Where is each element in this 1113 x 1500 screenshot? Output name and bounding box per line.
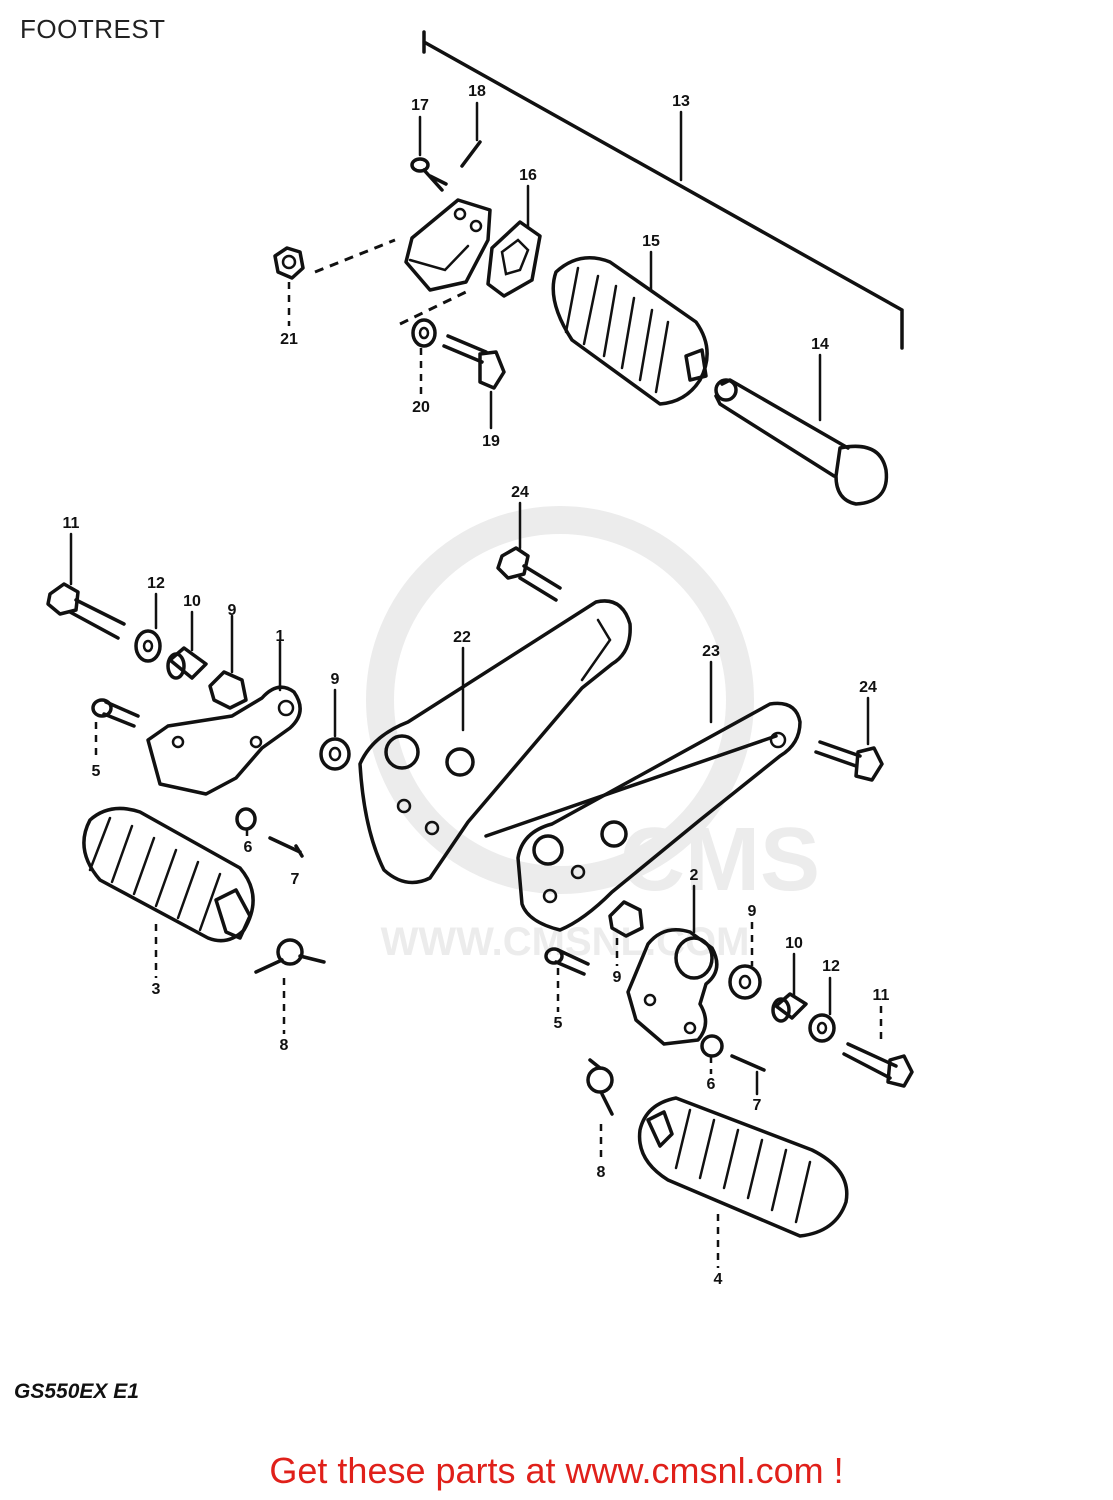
callout-19: 19 (482, 433, 500, 450)
footrest-14 (714, 378, 889, 506)
get-parts-link[interactable]: Get these parts at www.cmsnl.com ! (269, 1450, 844, 1491)
footrest-holder-bracket (404, 198, 492, 292)
bolt-11-left (46, 582, 126, 640)
callout-leaders (69, 101, 883, 1268)
group-bracket-13 (422, 30, 904, 350)
callout-1: 1 (276, 628, 285, 645)
nut-9-right (608, 900, 644, 938)
nut-9-left (208, 670, 248, 710)
callout-9-left: 9 (228, 602, 237, 619)
callout-15: 15 (642, 233, 660, 250)
callout-7-left: 7 (291, 871, 300, 888)
left-footrest-assembly (46, 582, 326, 974)
callout-7-right: 7 (753, 1097, 762, 1114)
bolt-17 (410, 157, 448, 192)
callout-9-middle: 9 (331, 671, 340, 688)
callout-6-left: 6 (244, 839, 253, 856)
washer-6-left (235, 807, 257, 831)
footrest-plates (319, 546, 884, 932)
rear-footrest-assembly (273, 30, 904, 506)
bolt-19 (442, 334, 506, 390)
callout-5-left: 5 (92, 763, 101, 780)
callout-22: 22 (453, 629, 471, 646)
callout-9-right-washer: 9 (748, 903, 757, 920)
plate-23 (516, 701, 802, 932)
callout-11-left: 11 (63, 515, 80, 532)
callout-labels: 13 17 18 16 15 14 21 20 19 24 11 12 10 9… (63, 83, 890, 1288)
bolt-11-right (842, 1042, 914, 1088)
nut-21 (273, 246, 305, 280)
model-code: GS550EX E1 (14, 1380, 139, 1403)
callout-18: 18 (468, 83, 486, 100)
callout-8-right: 8 (597, 1164, 606, 1181)
callout-6-right: 6 (707, 1076, 716, 1093)
callout-23: 23 (702, 643, 720, 660)
cms-watermark: CMS WWW.CMSNL.COM (366, 506, 820, 964)
page-title: FOOTREST (20, 14, 166, 44)
bolt-5-left (91, 698, 140, 728)
callout-24-upper: 24 (511, 484, 529, 501)
callout-20: 20 (412, 399, 430, 416)
washer-9-right (728, 964, 762, 1000)
washer-12-left (134, 629, 162, 663)
spring-8-left (254, 938, 326, 974)
bolt-24-upper (496, 546, 562, 602)
callout-8-left: 8 (280, 1037, 289, 1054)
callout-5-right: 5 (554, 1015, 563, 1032)
washer-12-right (808, 1013, 836, 1043)
callout-10-left: 10 (183, 593, 201, 610)
callout-12-left: 12 (147, 575, 165, 592)
connecting-bar (484, 734, 778, 838)
gasket-16 (486, 220, 542, 298)
callout-2: 2 (690, 867, 699, 884)
callout-21: 21 (280, 331, 298, 348)
bolt-24-right (814, 740, 884, 782)
pin-18 (460, 140, 482, 168)
callout-24-right: 24 (859, 679, 877, 696)
washer-9-middle (319, 737, 351, 771)
callout-17: 17 (411, 97, 429, 114)
callout-3: 3 (152, 981, 161, 998)
callout-16: 16 (519, 167, 537, 184)
callout-9-right-nut: 9 (613, 969, 622, 986)
collar-10-right (771, 992, 808, 1023)
callout-13: 13 (672, 93, 690, 110)
spring-8-right (586, 1058, 614, 1116)
footrest-rubber-3 (82, 806, 255, 943)
washer-20 (411, 318, 437, 348)
footrest-bracket-2 (626, 928, 719, 1046)
washer-6-right (700, 1034, 724, 1058)
callout-14: 14 (811, 336, 829, 353)
callout-10-right: 10 (785, 935, 803, 952)
pin-7-left (268, 836, 304, 858)
callout-11-right: 11 (873, 987, 890, 1004)
footrest-rubber-4 (637, 1096, 849, 1238)
footrest-bracket-1 (146, 685, 302, 796)
right-footrest-assembly (544, 900, 914, 1238)
footrest-rubber-15 (551, 256, 709, 406)
pin-7-right (730, 1054, 766, 1072)
plate-22 (358, 599, 632, 885)
callout-4: 4 (714, 1271, 723, 1288)
bolt-5-right (544, 947, 590, 976)
collar-10-left (166, 646, 208, 680)
callout-12-right: 12 (822, 958, 840, 975)
